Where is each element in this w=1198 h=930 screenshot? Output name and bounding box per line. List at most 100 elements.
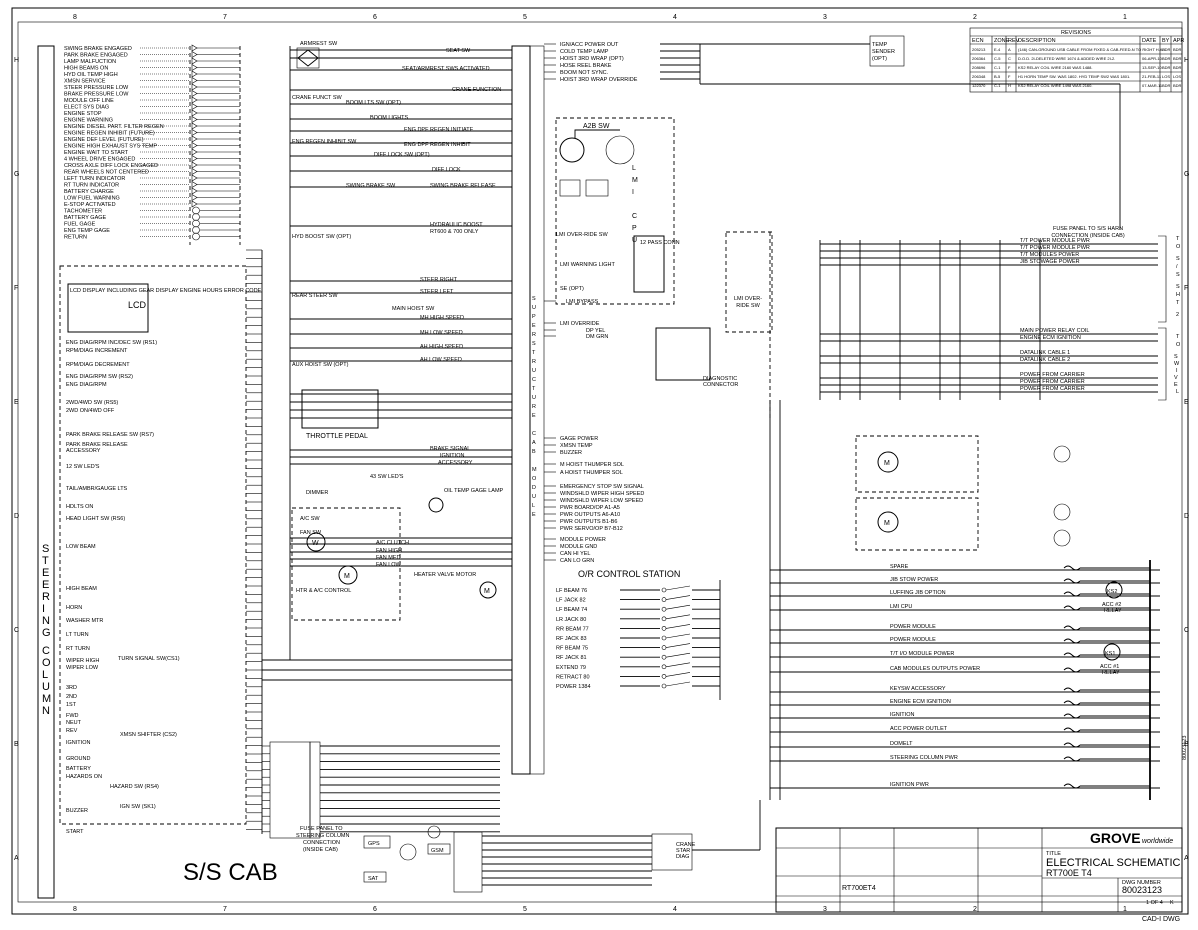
indicator-label: PARK BRAKE ENGAGED xyxy=(64,53,128,59)
lmi-cpu-box xyxy=(555,117,675,305)
switch-label: 2ND xyxy=(66,694,77,700)
svg-text:M: M xyxy=(484,588,490,595)
indicator-lamp-icon xyxy=(191,102,198,111)
switch-label: IGN SW (SK1) xyxy=(120,804,156,810)
center-switch-label: MAIN HOIST SW xyxy=(392,306,435,312)
indicator-label: ENGINE DIESEL PART. FILTER REGEN xyxy=(64,124,164,130)
svg-text:(OPT): (OPT) xyxy=(872,56,887,62)
lmi-override-box xyxy=(725,231,773,333)
or-row-label: RR BEAM 77 xyxy=(556,626,589,632)
steering-letter: N xyxy=(42,705,52,717)
indicator-label: ENG TEMP GAGE xyxy=(64,228,110,234)
switch-label-list: ENG DIAG/RPM INC/DEC SW (RS1)RPM/DIAG IN… xyxy=(66,288,262,835)
switch-label: LT TURN xyxy=(66,632,89,638)
output-label: EMERGENCY STOP SW SIGNAL xyxy=(560,484,644,490)
rev-col-header: DESCRIPTION xyxy=(1018,38,1056,44)
indicator-label: ENGINE WAIT TO START xyxy=(64,150,129,156)
grid-row-left-F: F xyxy=(14,285,18,292)
rev-cell: 13-SEP-10 xyxy=(1142,65,1162,70)
switch-label: ENG DIAG/RPM SW (RS2) xyxy=(66,374,133,380)
grid-row-left-H: H xyxy=(14,57,19,64)
rev-cell: KS2 RELAY COIL WIRE 1498 WAS 2160. xyxy=(1018,83,1092,88)
steering-letter: L xyxy=(42,669,50,681)
center-switch-label: FAN HIGH xyxy=(376,548,402,554)
switch-panel-outline xyxy=(59,265,247,825)
svg-text:KS1: KS1 xyxy=(1105,651,1115,657)
svg-text:W: W xyxy=(312,540,319,547)
grid-row-right-D: D xyxy=(1184,513,1189,520)
grid-col-top-8: 8 xyxy=(73,14,77,21)
a2b-label: A2B SW xyxy=(583,123,610,130)
fuse-icon xyxy=(1063,565,1081,571)
diagnostic-connector-box xyxy=(655,327,711,381)
grid-row-right-H: H xyxy=(1184,57,1189,64)
output-label: MODULE POWER xyxy=(560,537,606,543)
rev-cell: 122370 xyxy=(972,83,986,88)
cab-module-block xyxy=(511,45,531,775)
output-label: PWR SERVO/OP B7-B12 xyxy=(560,526,623,532)
rev-cell: F xyxy=(1008,74,1011,79)
lcd-label: LCD xyxy=(128,300,147,310)
bottom-connector-block xyxy=(453,831,483,893)
grid-row-right-A: A xyxy=(1184,855,1189,862)
sheet-border xyxy=(11,7,1189,915)
armrest-switch-icon xyxy=(296,47,320,69)
or-row-label: LF BEAM 76 xyxy=(556,588,587,594)
power-row-label: DATALINK CABLE 1 xyxy=(1020,350,1070,356)
indicator-lamp-icon xyxy=(191,109,198,117)
indicator-label: E-STOP ACTIVATED xyxy=(64,202,116,208)
rev-cell: (146) CAN-GROUND USB CABLE FROM FIXED & … xyxy=(1018,47,1166,52)
module-letter: R xyxy=(532,332,536,338)
switch-label: HIGH BEAM xyxy=(66,586,97,592)
switch-label: TURN SIGNAL SW(CS1) xyxy=(118,656,180,662)
lmi-cpu-letter: U xyxy=(632,237,637,244)
output-label: PWR OUTPUTS A6-A10 xyxy=(560,512,620,518)
fuse-icon xyxy=(1063,756,1081,762)
svg-text:RIDE SW: RIDE SW xyxy=(736,303,760,309)
steering-letter: C xyxy=(42,645,52,657)
fuse-icon xyxy=(1063,591,1081,597)
output-label: CAN LO GRN xyxy=(560,558,594,564)
indicator-lamp-icon xyxy=(191,148,198,156)
center-switch-label: SWING BRAKE RELEASE xyxy=(430,183,496,189)
module-letter: L xyxy=(532,503,535,509)
a2b-sw-icon xyxy=(605,135,635,165)
grid-row-left-C: C xyxy=(14,627,19,634)
indicator-label: RETURN xyxy=(64,235,87,241)
module-letter: O xyxy=(532,476,537,482)
lcd-display-box xyxy=(67,283,149,333)
indicator-label: FUEL GAGE xyxy=(64,222,96,228)
dwg-number: 80023123 xyxy=(1122,885,1162,895)
switch-label: PARK BRAKE RELEASE SW (RS7) xyxy=(66,432,154,438)
rev-cell: 06-APR-10 xyxy=(1142,56,1163,61)
indicator-lamp-icon xyxy=(191,167,198,176)
steering-letter: U xyxy=(42,681,52,693)
center-switch-label: AH HIGH SPEED xyxy=(420,344,463,350)
indicator-label: XMSN SERVICE xyxy=(64,79,106,85)
center-switch-label: REAR STEER SW xyxy=(292,293,338,299)
power-row-label: POWER MODULE xyxy=(890,637,936,643)
dwg-number-label: DWG NUMBER xyxy=(1122,880,1161,886)
module-letter: A xyxy=(532,440,536,446)
power-row-label: IGNITION PWR xyxy=(890,782,929,788)
or-row-label: RF BEAM 75 xyxy=(556,646,588,652)
center-switch-label: OIL TEMP GAGE LAMP xyxy=(444,488,504,494)
bottom-panel: GPS GSM SAT CRANE STAR DIAG xyxy=(363,800,761,893)
indicator-label: HIGH BEAMS ON xyxy=(64,66,108,72)
indicator-label: STEER PRESSURE LOW xyxy=(64,85,129,91)
ks1-relay-icon xyxy=(1103,643,1121,661)
switch-label: 12 SW LED'S xyxy=(66,464,100,470)
indicator-lamp-icon xyxy=(191,141,198,150)
rev-cell: B-5 xyxy=(994,74,1001,79)
indicator-label: CROSS AXLE DIFF LOCK ENGAGED xyxy=(64,163,158,169)
indicator-lamp-icon xyxy=(191,128,198,137)
fuse-icon xyxy=(1063,700,1081,706)
grid-col-bot-2: 2 xyxy=(973,906,977,913)
indicator-lamp-icon xyxy=(191,174,198,182)
svg-text:RELAY: RELAY xyxy=(1104,608,1122,614)
indicator-lamp-icon xyxy=(191,70,198,78)
svg-text:SAT: SAT xyxy=(368,876,379,882)
